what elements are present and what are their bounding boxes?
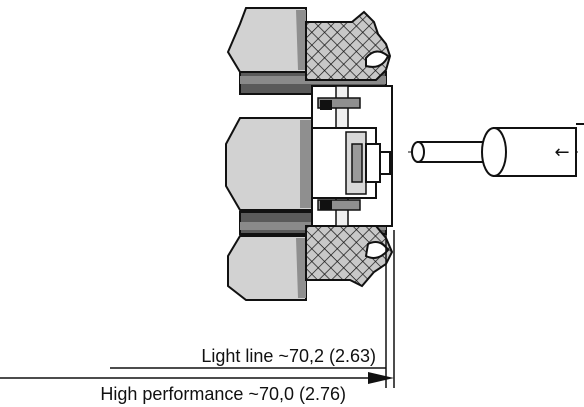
dimension-high-performance: High performance ~70,0 (2.76) (0, 372, 394, 404)
probe-assembly (408, 123, 584, 177)
housing-middle-block (225, 117, 313, 211)
dimension-reference-lines (385, 230, 395, 388)
dimension-label-light-line: Light line ~70,2 (2.63) (201, 346, 376, 366)
inner-connector-pin (311, 127, 391, 199)
housing-lower-block (227, 235, 307, 301)
dimension-light-line: Light line ~70,2 (2.63) (110, 346, 386, 369)
upper-hatched-seal (305, 10, 392, 81)
insertion-arrow-icon: ← (554, 142, 569, 163)
housing-upper-block (226, 7, 307, 73)
dimension-label-high-performance: High performance ~70,0 (2.76) (100, 384, 346, 404)
lower-hatched-seal (305, 225, 394, 288)
